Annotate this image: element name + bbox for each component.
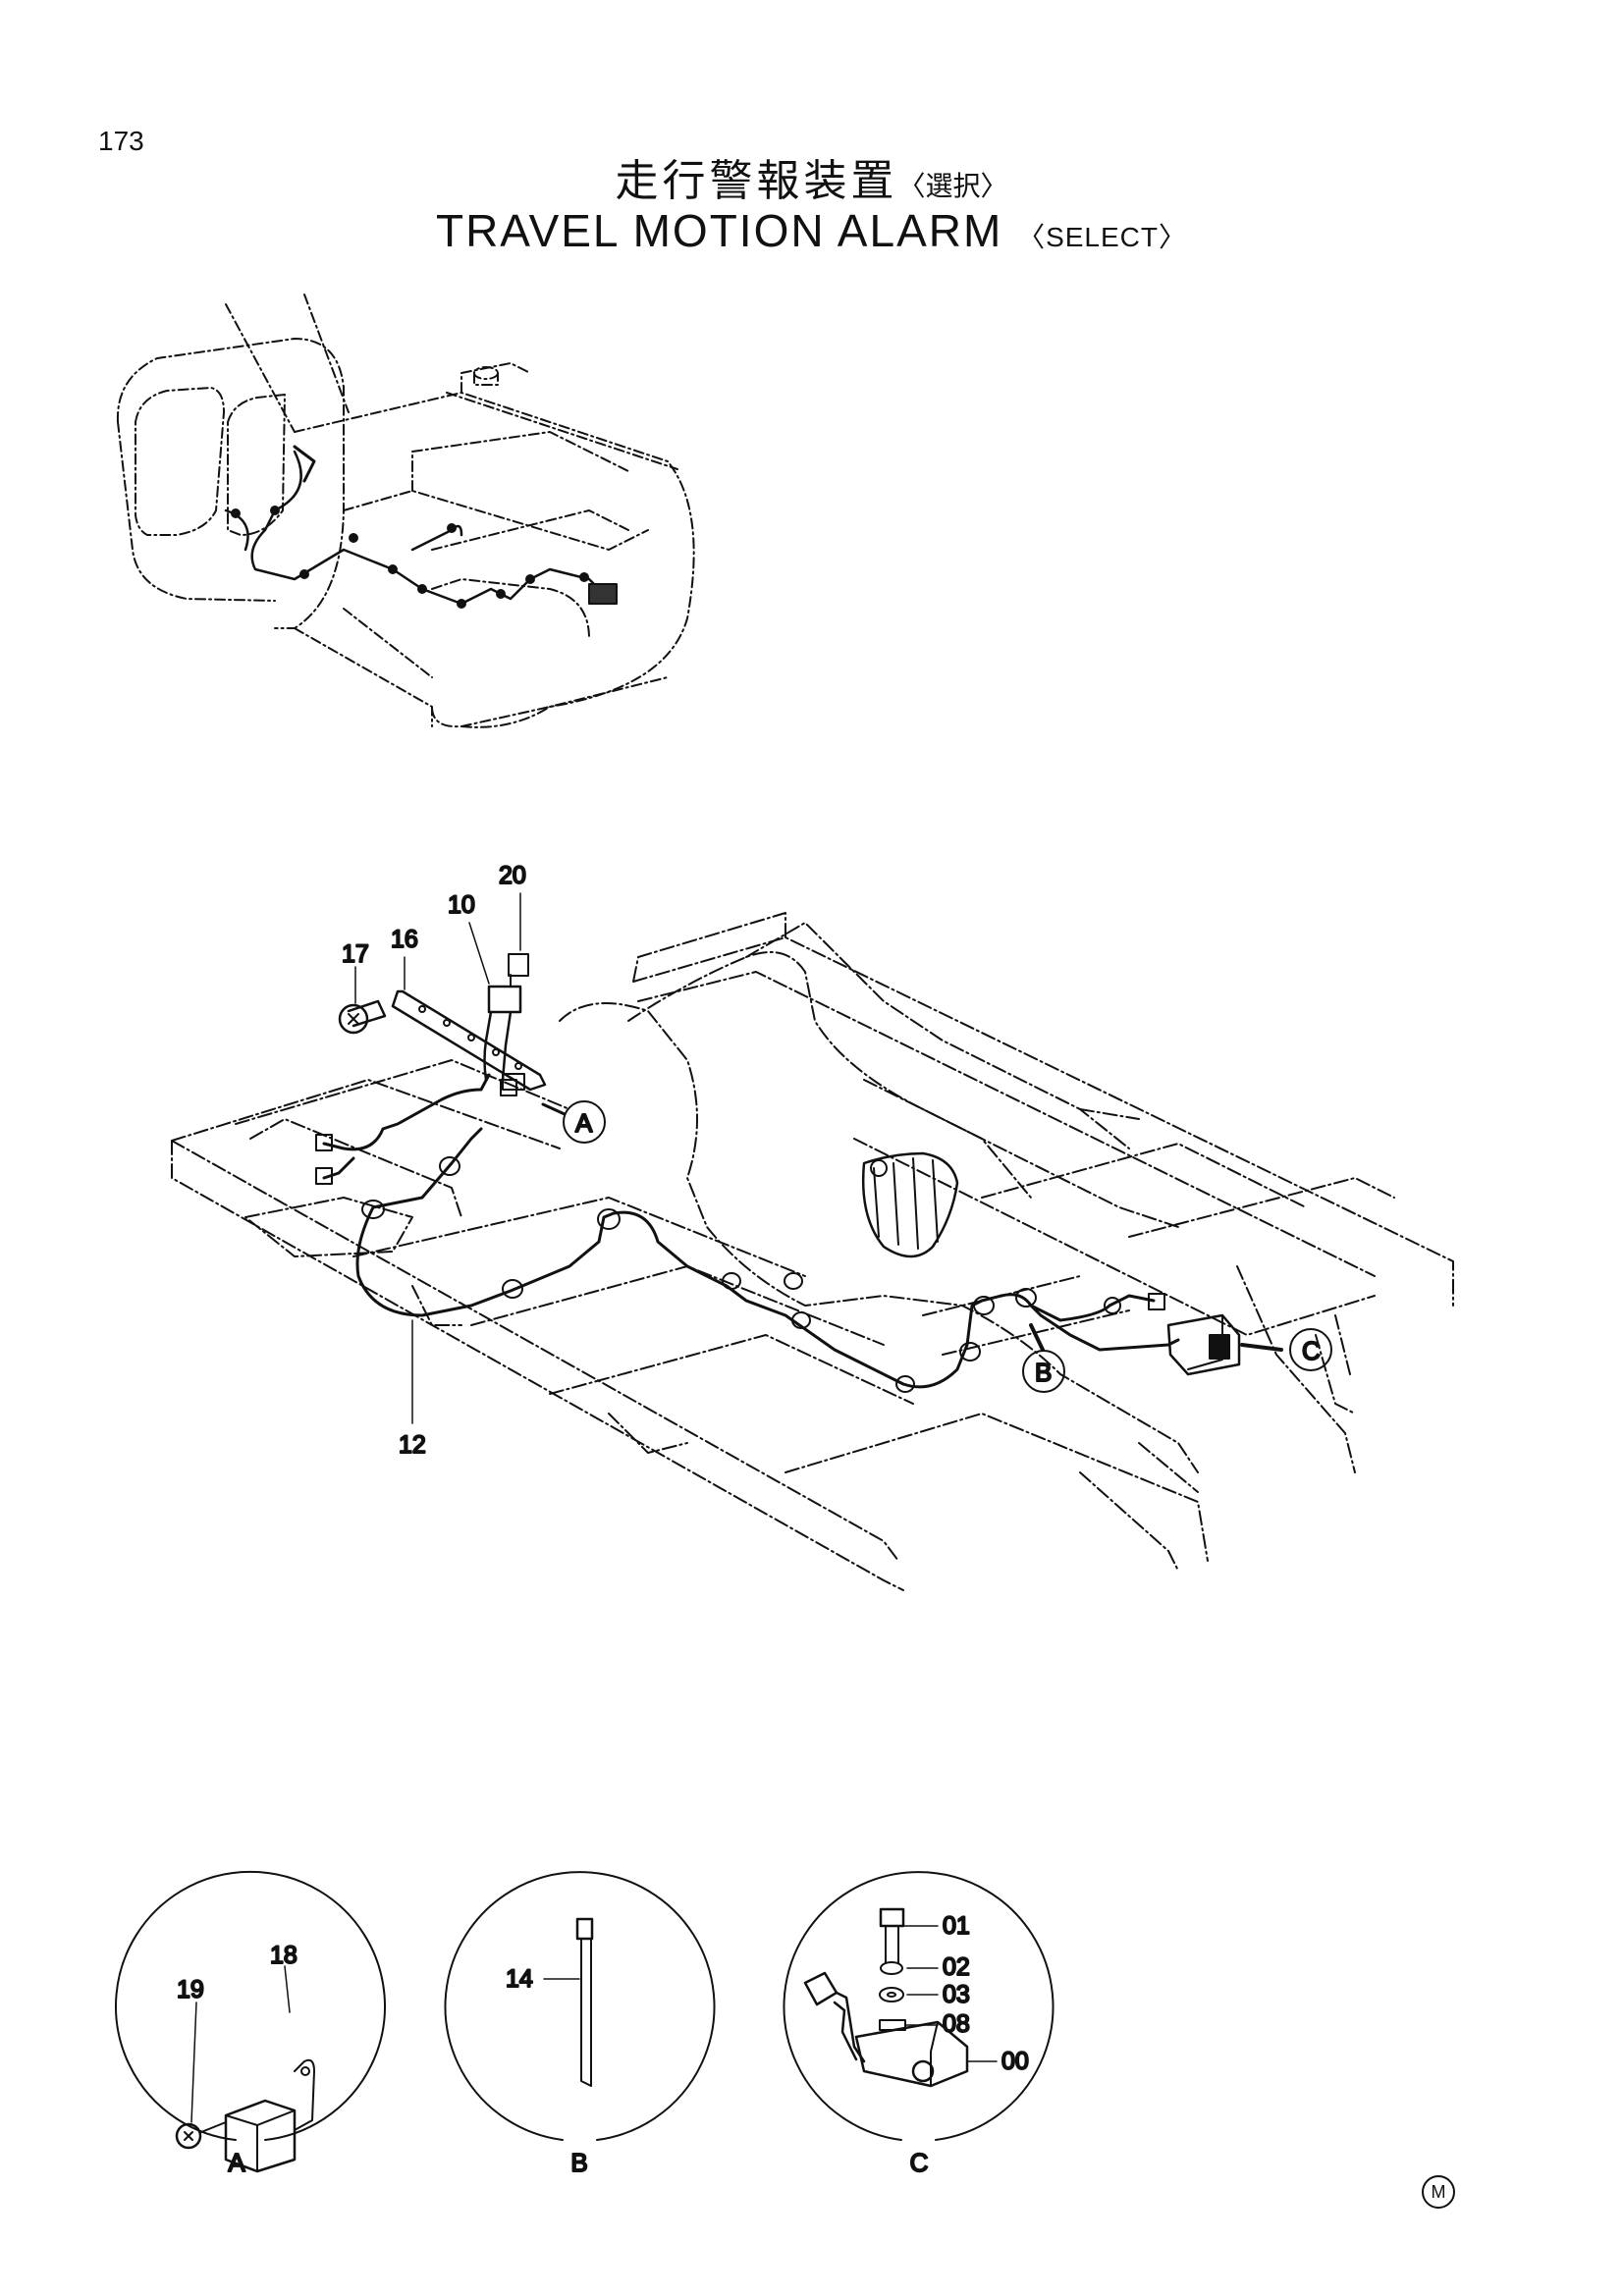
corner-mark: M xyxy=(1422,2175,1455,2209)
label-part-02: 02 xyxy=(943,1953,970,1981)
page-title-english: TRAVEL MOTION ALARM 〈SELECT〉 xyxy=(0,204,1623,257)
undercarriage-frame-drawing xyxy=(171,912,1454,1591)
bracket-assembly-drawing xyxy=(338,953,547,1096)
title-en-text: TRAVEL MOTION ALARM xyxy=(435,205,1003,256)
swing-motor-drawing xyxy=(861,1151,959,1258)
label-part-19: 19 xyxy=(177,1976,204,2003)
leader-lines xyxy=(354,892,1283,1424)
main-wiring-harness xyxy=(315,1073,1241,1393)
callout-b: B xyxy=(1022,1350,1065,1393)
label-part-08: 08 xyxy=(943,2010,970,2038)
title-jp-text: 走行警報装置 xyxy=(615,156,898,206)
detail-a-label: A xyxy=(228,2148,245,2177)
label-part-10: 10 xyxy=(448,891,475,919)
detail-a: 18 19 A xyxy=(115,1870,386,2178)
page-number: 173 xyxy=(98,126,144,156)
detail-b-label: B xyxy=(570,2148,587,2177)
label-part-20: 20 xyxy=(499,862,526,889)
page-title-japanese: 走行警報装置〈選択〉 xyxy=(0,145,1623,208)
callout-b-label: B xyxy=(1035,1358,1052,1387)
label-part-17: 17 xyxy=(342,940,369,968)
title-en-select: 〈SELECT〉 xyxy=(1017,222,1188,252)
callout-a: A xyxy=(563,1100,606,1144)
overview-wiring-harness xyxy=(224,445,618,609)
title-jp-select: 〈選択〉 xyxy=(897,170,1008,202)
label-part-03: 03 xyxy=(943,1981,970,2008)
label-part-18: 18 xyxy=(270,1942,298,1969)
detail-b: 14 B xyxy=(444,1871,716,2178)
label-part-14: 14 xyxy=(506,1965,533,1993)
detail-c: 01 02 03 08 00 C xyxy=(783,1871,1055,2178)
label-part-16: 16 xyxy=(391,926,418,953)
callout-c-label: C xyxy=(1302,1336,1321,1365)
label-part-00: 00 xyxy=(1001,2048,1029,2075)
excavator-overview-drawing xyxy=(116,294,695,728)
callout-c: C xyxy=(1289,1328,1332,1371)
detail-c-label: C xyxy=(910,2148,929,2177)
label-part-12: 12 xyxy=(399,1431,426,1459)
callout-a-label: A xyxy=(575,1108,593,1138)
label-part-01: 01 xyxy=(943,1912,970,1940)
